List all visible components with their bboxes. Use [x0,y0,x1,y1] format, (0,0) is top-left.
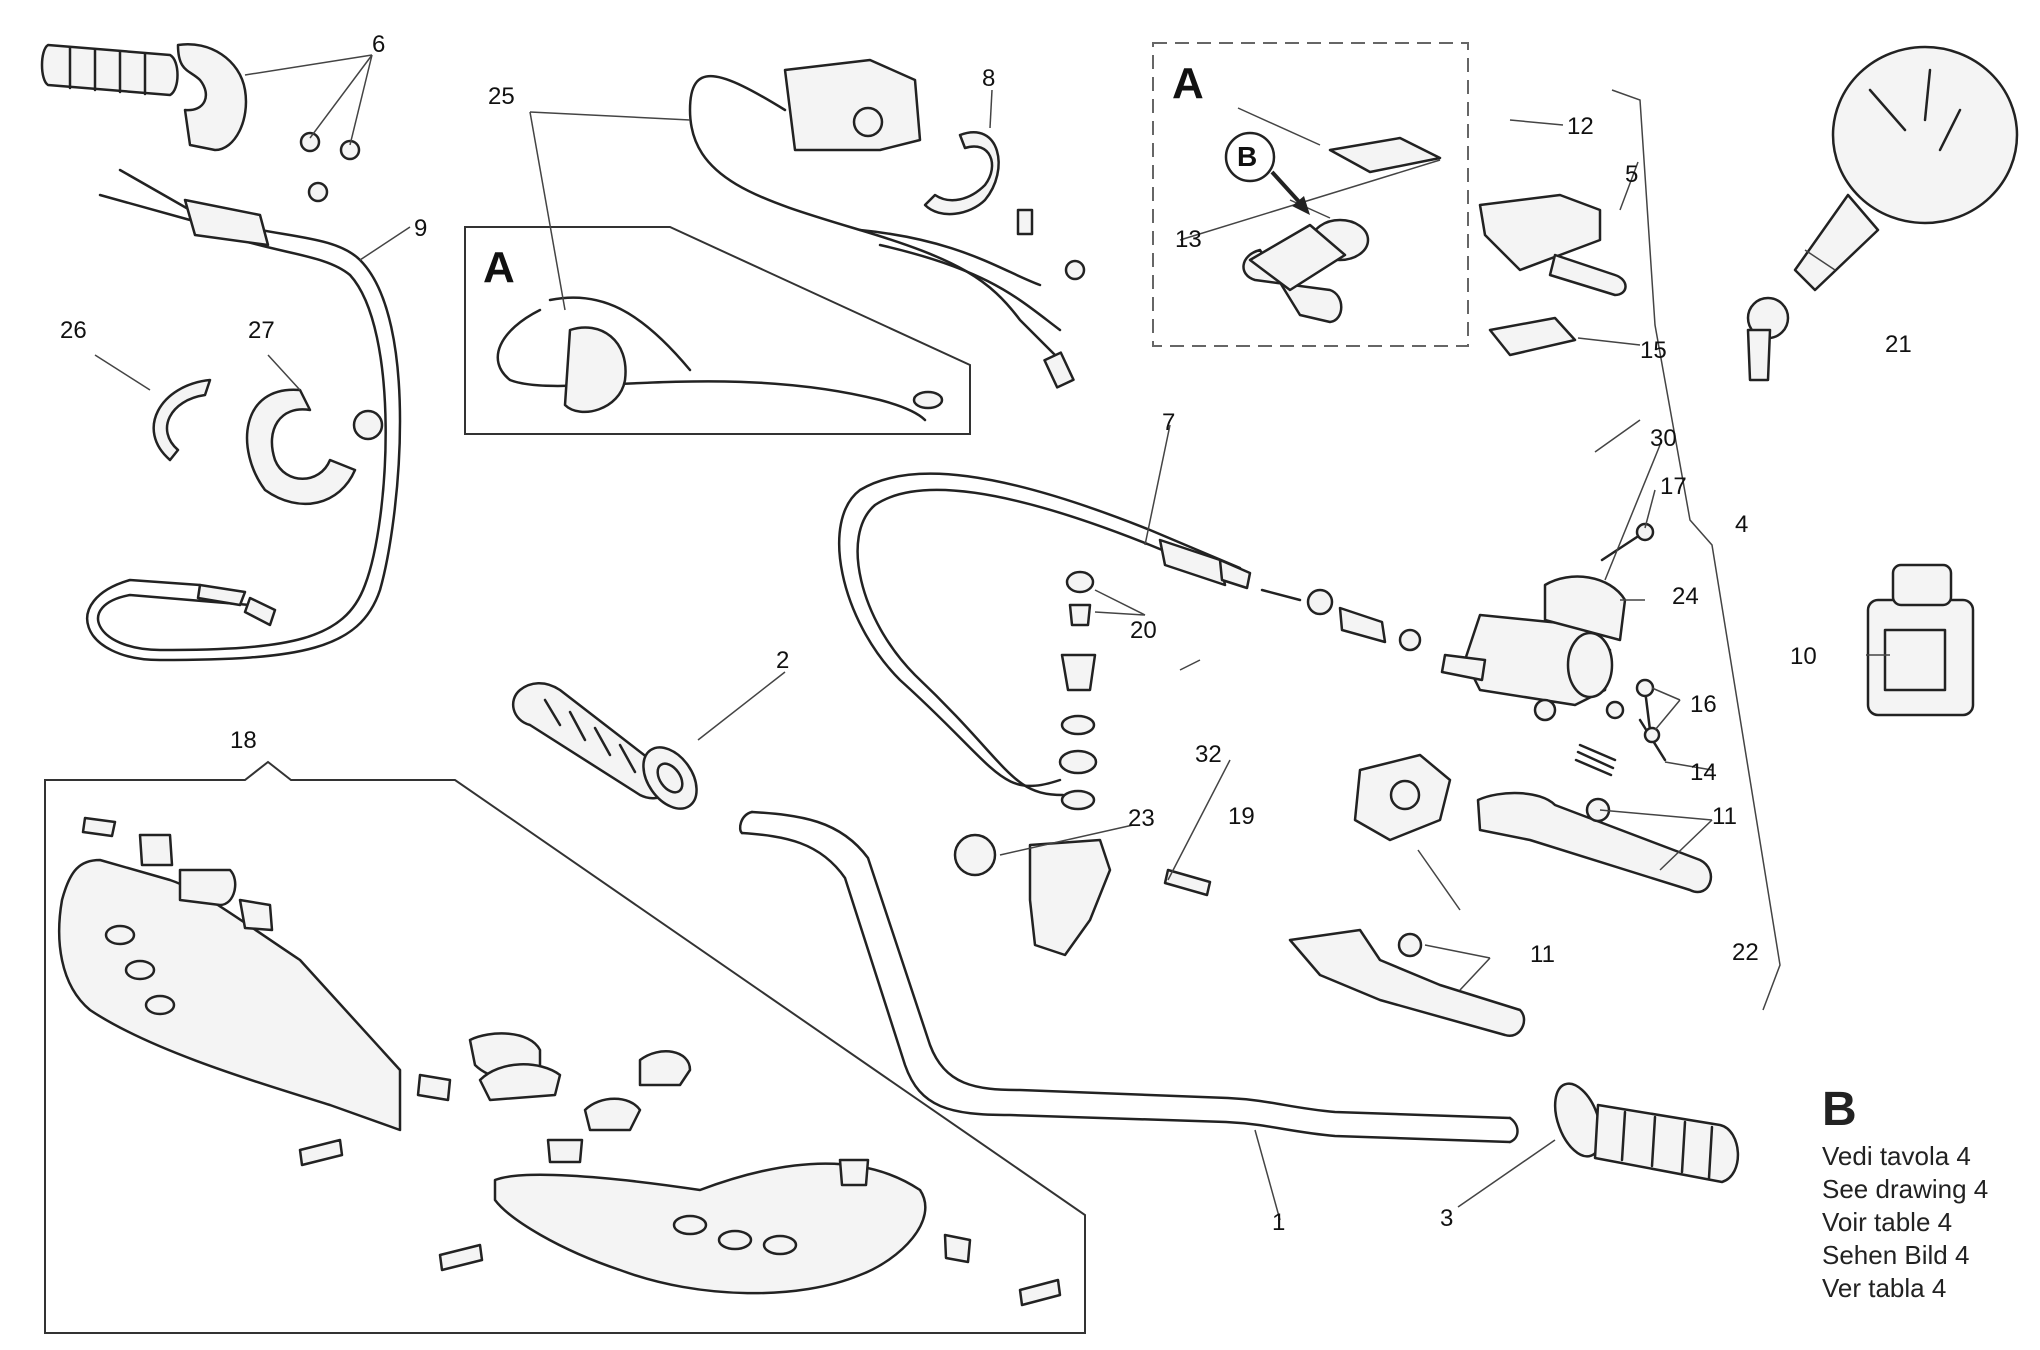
callout-23: 23 [1128,805,1155,832]
callout-labels: 1 2 3 4 5 6 7 8 9 10 11 11 12 13 14 15 1… [60,31,1912,1236]
throttle-grip-part [40,42,361,203]
callout-25: 25 [488,83,515,110]
note-line-fr: Voir table 4 [1822,1207,1953,1237]
callout-14: 14 [1690,759,1717,786]
adjuster-parts-30 [1260,588,1422,652]
callout-19: 19 [1228,803,1255,830]
callout-10: 10 [1790,643,1817,670]
clutch-cable-part [838,472,1252,797]
lever-part-11-lower [1288,928,1526,1038]
lever-part-11-upper [1476,791,1712,894]
callout-7: 7 [1162,409,1175,436]
handlebar-part [738,810,1519,1144]
gasket-part-15 [1488,316,1577,357]
note-line-de: Sehen Bild 4 [1822,1240,1970,1270]
detail-a-left-frame [464,226,971,435]
handguard-kit-frame [44,760,1086,1334]
callout-20: 20 [1130,617,1157,644]
bracket-4 [1611,89,1781,1011]
small-clamp-part-26 [152,378,212,462]
callout-17: 17 [1660,473,1687,500]
note-line-it: Vedi tavola 4 [1822,1141,1971,1171]
callout-4: 4 [1735,511,1748,538]
detail-b-arrow-icon [1292,196,1310,215]
handguard-right-part [493,1162,927,1295]
master-cylinder-lever-detail [1242,218,1370,324]
left-grip-part [511,682,698,810]
note-line-en: See drawing 4 [1822,1174,1989,1204]
bolt-part-19 [1163,868,1212,897]
screw-part-17 [1600,522,1655,562]
callout-3: 3 [1440,1205,1453,1232]
detail-a-right-frame [1152,42,1469,347]
callout-6: 6 [372,31,385,58]
bracket-part-23 [953,833,1112,957]
reservoir-part [1478,193,1627,297]
callout-9: 9 [414,215,427,242]
callout-5: 5 [1625,161,1638,188]
callout-26: 26 [60,317,87,344]
leader-lines [94,54,1890,1221]
handguard-mounting-hardware [81,816,1062,1307]
callout-2: 2 [776,647,789,674]
clutch-perch-part [1440,575,1667,777]
detail-a-left-label: A [483,243,515,292]
switch-wiring-part [496,58,1086,422]
callout-32: 32 [1195,741,1222,768]
note-line-es: Ver tabla 4 [1822,1273,1947,1303]
note-letter: B [1822,1083,1857,1136]
cable-clamp-part-27 [245,388,384,505]
handguard-left-part [57,858,402,1132]
detail-b-circle [1224,131,1276,183]
callout-21: 21 [1885,331,1912,358]
fluid-bottle-part [1866,563,1975,717]
reference-note: B Vedi tavola 4 See drawing 4 Voir table… [1822,1080,2032,1305]
callout-15: 15 [1640,337,1667,364]
callout-8: 8 [982,65,995,92]
mirror-part [1746,45,2019,382]
callout-11-upper: 11 [1712,803,1737,830]
callout-30: 30 [1650,425,1677,452]
screw-cap-part-20 [1065,570,1095,627]
right-grip-part [1553,1082,1740,1184]
perch-part-22 [1353,753,1452,842]
cover-part-5 [1328,136,1442,174]
callout-27: 27 [248,317,275,344]
callout-11-lower: 11 [1530,941,1555,968]
callout-22: 22 [1732,939,1759,966]
callout-13: 13 [1175,226,1202,253]
callout-24: 24 [1672,583,1699,610]
throttle-cables-part [86,168,402,662]
callout-12: 12 [1567,113,1594,140]
detail-a-right-label: A [1172,59,1204,108]
detail-b-marker-label: B [1237,141,1257,172]
callout-16: 16 [1690,691,1717,718]
fitting-set-part-32 [1058,653,1098,811]
callout-1: 1 [1272,1209,1285,1236]
callout-18: 18 [230,727,257,754]
clamp-part-8 [923,131,1000,216]
